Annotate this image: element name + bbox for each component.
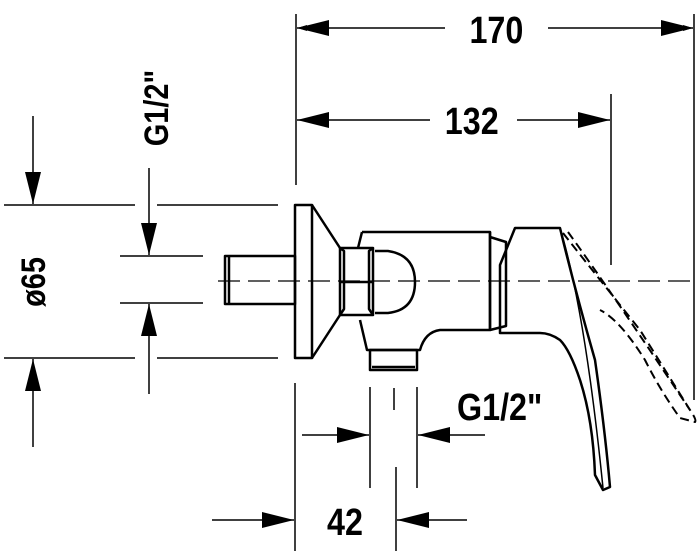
inlet-thread-label: G1/2" [137,70,176,146]
lever-handle [498,226,612,492]
dimension-132-label: 132 [445,101,499,143]
dome-cap [375,249,417,315]
hex-nut [338,246,375,317]
outlet-connector [368,348,419,372]
wall-flange [293,203,342,360]
dimension-170-label: 170 [469,10,523,52]
mixer-fixture [223,203,697,492]
dimension-flange-diameter-label: ø65 [14,257,53,307]
mixer-body [356,230,508,352]
dimension-flange-diameter [4,116,278,447]
dimension-170 [295,14,695,400]
dimension-outlet [212,383,485,551]
dimension-132 [297,94,612,265]
dimension-inlet-thread [120,168,203,394]
inlet-nipple [223,254,297,306]
outlet-thread-label: G1/2" [457,387,542,429]
dimension-42-label: 42 [327,502,363,544]
lever-handle-open-position [562,231,697,423]
